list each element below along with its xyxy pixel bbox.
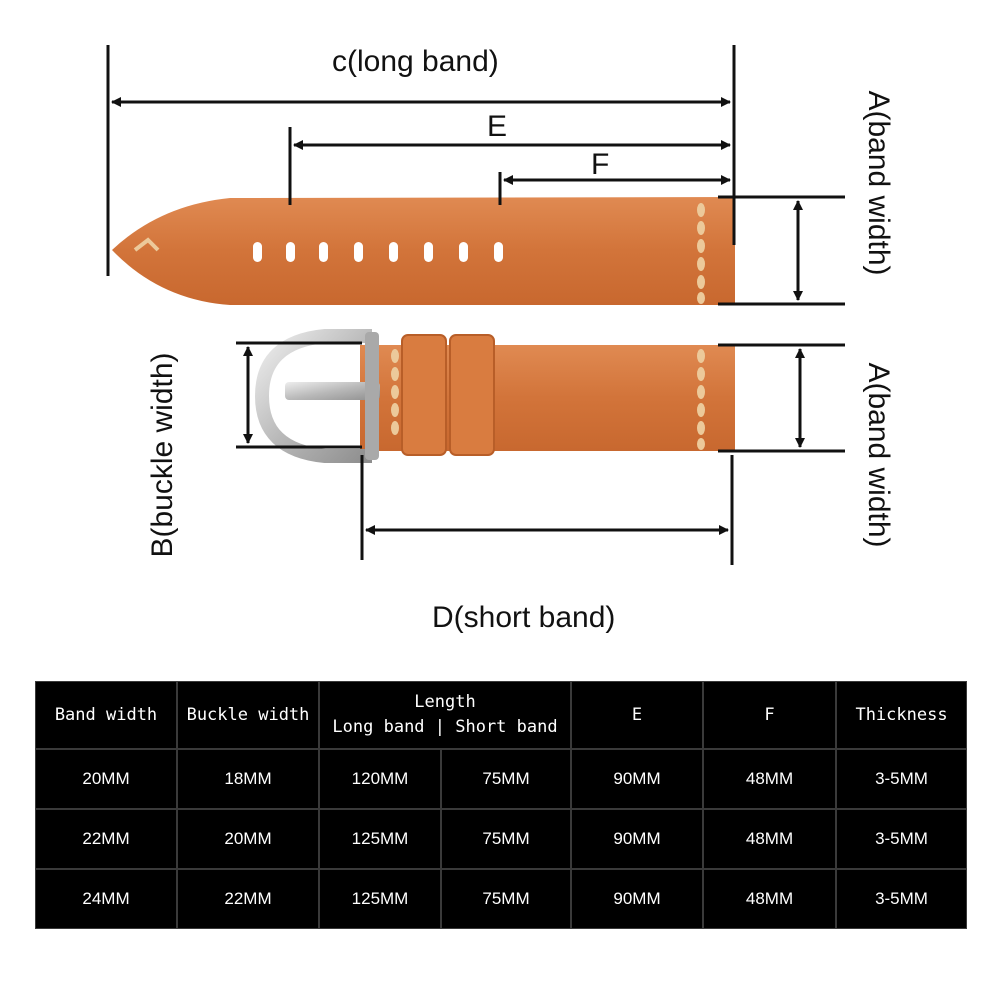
cell-thickness: 3-5MM <box>836 869 968 929</box>
cell-buckle-width: 18MM <box>177 749 319 809</box>
label-a-bottom-band-width: A(band width) <box>862 362 895 548</box>
cell-short-band: 75MM <box>441 869 572 929</box>
long-band-stitching <box>697 203 705 304</box>
short-band <box>360 334 735 456</box>
cell-band-width: 20MM <box>35 749 177 809</box>
long-band-holes <box>253 242 503 262</box>
label-c-long-band: c(long band) <box>332 45 499 78</box>
header-f: F <box>703 681 837 749</box>
cell-f: 48MM <box>703 809 837 869</box>
strap-dimension-diagram <box>106 45 845 565</box>
table-row: 22MM 20MM 125MM 75MM 90MM 48MM 3-5MM <box>35 809 968 869</box>
header-length: Length Long band | Short band <box>319 681 572 749</box>
cell-thickness: 3-5MM <box>836 749 968 809</box>
cell-e: 90MM <box>571 749 704 809</box>
cell-e: 90MM <box>571 869 704 929</box>
dimension-lines <box>106 45 845 565</box>
cell-f: 48MM <box>703 869 837 929</box>
header-band-width: Band width <box>35 681 177 749</box>
label-f: F <box>591 148 610 181</box>
cell-band-width: 24MM <box>35 869 177 929</box>
cell-long-band: 125MM <box>319 869 441 929</box>
label-e: E <box>487 110 508 143</box>
header-length-sub: Long band | Short band <box>332 717 558 737</box>
header-e: E <box>571 681 704 749</box>
table-row: 20MM 18MM 120MM 75MM 90MM 48MM 3-5MM <box>35 749 968 809</box>
cell-short-band: 75MM <box>441 809 572 869</box>
label-a-top-band-width: A(band width) <box>862 90 895 276</box>
label-b-buckle-width: B(buckle width) <box>146 352 179 558</box>
cell-e: 90MM <box>571 809 704 869</box>
cell-long-band: 120MM <box>319 749 441 809</box>
long-band <box>112 197 735 305</box>
header-length-title: Length <box>414 692 476 713</box>
cell-buckle-width: 22MM <box>177 869 319 929</box>
cell-thickness: 3-5MM <box>836 809 968 869</box>
table-header-row: Band width Buckle width Length Long band… <box>35 681 968 749</box>
cell-long-band: 125MM <box>319 809 441 869</box>
size-spec-table: Band width Buckle width Length Long band… <box>35 681 968 929</box>
header-buckle-width: Buckle width <box>177 681 319 749</box>
short-band-stitching-right <box>697 349 705 450</box>
header-thickness: Thickness <box>836 681 968 749</box>
cell-band-width: 22MM <box>35 809 177 869</box>
cell-f: 48MM <box>703 749 837 809</box>
cell-buckle-width: 20MM <box>177 809 319 869</box>
short-band-stitching-left <box>391 349 399 435</box>
cell-short-band: 75MM <box>441 749 572 809</box>
table-row: 24MM 22MM 125MM 75MM 90MM 48MM 3-5MM <box>35 869 968 929</box>
label-d-short-band: D(short band) <box>432 601 616 634</box>
